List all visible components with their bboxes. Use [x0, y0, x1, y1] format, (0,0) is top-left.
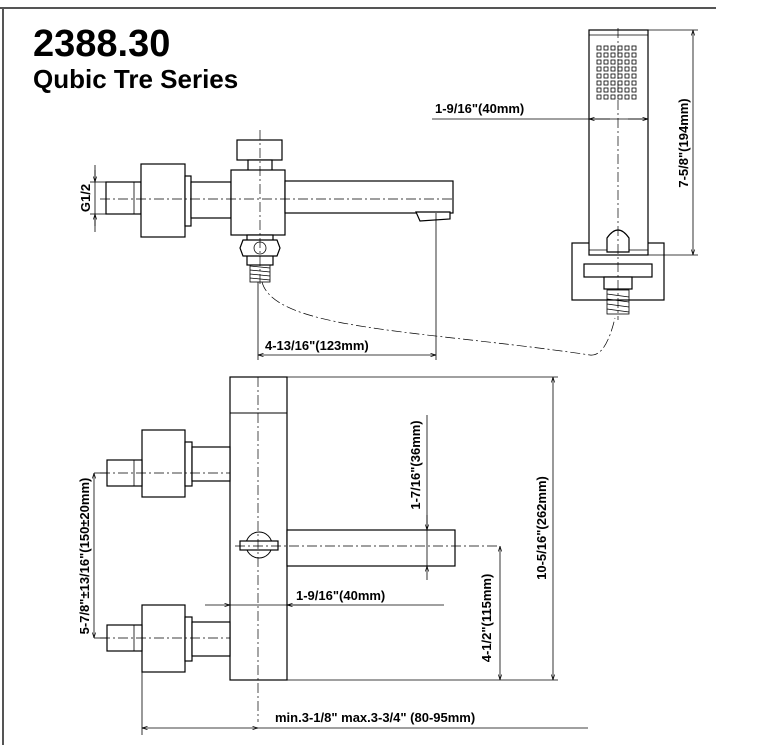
spray-hole: [603, 80, 609, 86]
spray-hole: [596, 87, 602, 93]
series-name: Qubic Tre Series: [33, 64, 238, 94]
spray-hole: [610, 66, 616, 72]
spout: [284, 180, 454, 214]
spray-hole: [631, 59, 637, 65]
spray-hole: [624, 80, 630, 86]
spray-hole: [596, 80, 602, 86]
spray-hole: [617, 73, 623, 79]
upper-escutcheon: [141, 429, 186, 498]
spray-hole: [603, 66, 609, 72]
lower-escutcheon: [141, 604, 186, 673]
spray-hole: [624, 59, 630, 65]
spray-hole: [603, 94, 609, 100]
spray-hole: [624, 52, 630, 58]
spray-hole: [624, 73, 630, 79]
dim-spout-height: 1-7/16"(36mm): [408, 420, 423, 509]
spray-hole: [610, 94, 616, 100]
handle: [236, 139, 283, 161]
spray-hole: [631, 80, 637, 86]
spray-hole: [596, 94, 602, 100]
spray-hole: [631, 52, 637, 58]
spray-hole: [624, 66, 630, 72]
spray-hole: [631, 66, 637, 72]
spray-hole: [596, 59, 602, 65]
mixer-top-view: [100, 130, 616, 356]
dim-handshower-length: 7-5/8"(194mm): [676, 98, 691, 187]
spray-hole: [610, 59, 616, 65]
dim-inlet-centers: 5-7/8"±13/16"(150±20mm): [77, 478, 92, 635]
spray-hole: [596, 52, 602, 58]
dim-handshower-width: 1-9/16"(40mm): [435, 101, 524, 116]
spray-hole: [610, 73, 616, 79]
dim-wall-offset: min.3-1/8" max.3-3/4" (80-95mm): [275, 710, 475, 725]
spray-hole: [617, 59, 623, 65]
escutcheon: [140, 163, 186, 238]
spray-hole: [624, 87, 630, 93]
spray-hole: [631, 45, 637, 51]
spray-hole: [610, 45, 616, 51]
model-number: 2388.30: [33, 23, 170, 65]
spout-side: [286, 529, 456, 567]
spray-hole: [624, 45, 630, 51]
dim-inlet-thread: G1/2: [78, 184, 93, 212]
handshower: [571, 28, 665, 320]
spray-hole: [603, 52, 609, 58]
spray-hole: [596, 73, 602, 79]
spray-hole: [610, 87, 616, 93]
spray-hole: [603, 73, 609, 79]
dim-overall-height: 10-5/16"(262mm): [534, 476, 549, 580]
spray-hole: [610, 52, 616, 58]
spray-hole: [596, 45, 602, 51]
dim-spout-from-bottom: 4-1/2"(115mm): [479, 574, 494, 663]
valve-body: [230, 169, 286, 236]
spray-hole: [631, 87, 637, 93]
spray-hole: [603, 59, 609, 65]
dim-body-width: 1-9/16"(40mm): [296, 588, 385, 603]
spray-hole: [631, 94, 637, 100]
valve-body-front: [229, 376, 288, 681]
spray-holes: [596, 45, 637, 100]
spray-hole: [624, 94, 630, 100]
inlet-nipple: [105, 181, 142, 215]
hose-path: [261, 281, 616, 356]
mixer-front-view: [100, 376, 500, 722]
spray-hole: [603, 87, 609, 93]
spray-hole: [631, 73, 637, 79]
spray-hole: [603, 45, 609, 51]
dim-spout-reach: 4-13/16"(123mm): [265, 338, 369, 353]
spray-hole: [596, 66, 602, 72]
handshower-body: [588, 29, 649, 256]
spray-hole: [610, 80, 616, 86]
